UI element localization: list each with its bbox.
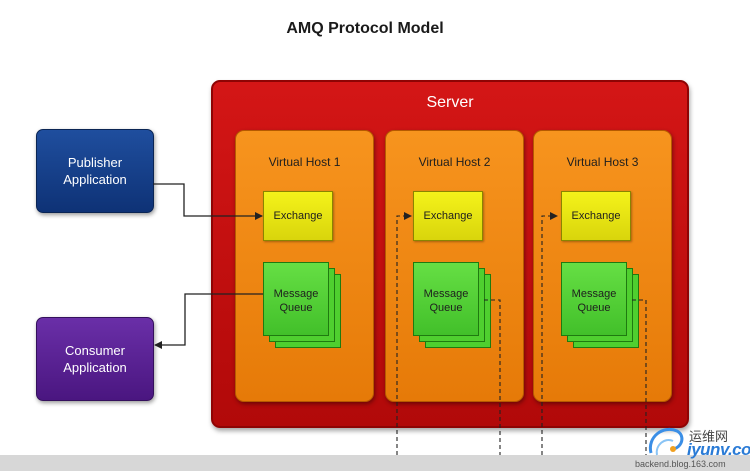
- watermark-brand: iyunv.com: [687, 440, 750, 459]
- consumer-label: Consumer Application: [63, 343, 127, 375]
- virtual-host-2: Virtual Host 2 Exchange Message Queue: [385, 130, 524, 402]
- dashed-consume-arrow: [632, 299, 650, 463]
- server-box: Server Virtual Host 1 Exchange Message Q…: [211, 80, 689, 428]
- server-label: Server: [426, 94, 474, 111]
- message-queue-stack: Message Queue: [413, 262, 493, 352]
- swirl-logo-icon: [648, 428, 684, 456]
- watermark-url: backend.blog.163.com: [635, 459, 726, 469]
- publish-arrow: [153, 183, 263, 220]
- dashed-publish-arrow: [396, 212, 412, 462]
- exchange-box: Exchange: [263, 191, 333, 241]
- message-queue-stack: Message Queue: [263, 262, 343, 352]
- exchange-box: Exchange: [413, 191, 483, 241]
- dashed-publish-arrow: [541, 212, 558, 462]
- publisher-application: Publisher Application: [36, 129, 154, 213]
- queue-layer: Message Queue: [413, 262, 479, 336]
- watermark: 运维网 iyunv.com backend.blog.163.com: [635, 423, 750, 471]
- watermark-cn: 运维网: [689, 429, 729, 444]
- virtual-host-1: Virtual Host 1 Exchange Message Queue: [235, 130, 374, 402]
- message-queue-stack: Message Queue: [561, 262, 641, 352]
- dashed-consume-arrow: [484, 299, 504, 463]
- queue-layer: Message Queue: [561, 262, 627, 336]
- message-queue-label: Message Queue: [571, 288, 617, 314]
- virtual-host-3: Virtual Host 3 Exchange Message Queue: [533, 130, 672, 402]
- publisher-label: Publisher Application: [63, 155, 127, 187]
- message-queue-label: Message Queue: [273, 288, 319, 314]
- virtual-host-label: Virtual Host 1: [268, 155, 341, 169]
- consume-arrow: [154, 293, 263, 349]
- virtual-host-label: Virtual Host 2: [418, 155, 491, 169]
- consumer-application: Consumer Application: [36, 317, 154, 401]
- queue-layer: Message Queue: [263, 262, 329, 336]
- exchange-box: Exchange: [561, 191, 631, 241]
- bottom-band: [0, 455, 750, 471]
- virtual-host-label: Virtual Host 3: [566, 155, 639, 169]
- diagram-title: AMQ Protocol Model: [286, 20, 444, 37]
- message-queue-label: Message Queue: [423, 288, 469, 314]
